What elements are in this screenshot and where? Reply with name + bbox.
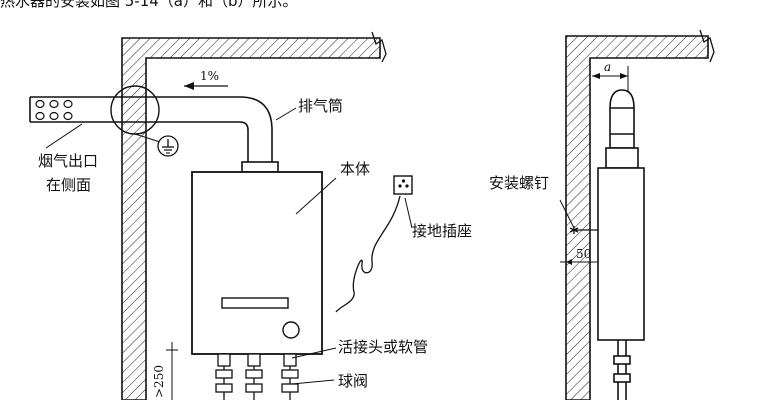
flue-outlet-label-2: 在侧面 [46,176,91,194]
grounded-socket [393,175,413,195]
leader-lines [45,107,413,385]
mount-screw-label: 安装螺钉 [489,174,549,192]
grounded-socket-label: 接地插座 [412,222,472,240]
height-dimension: >250 [152,342,178,400]
heater-side-view [597,89,645,400]
header-caption: 热水器的安装如图 5-14（a）和（b）所示。 [0,0,298,10]
power-cord [335,195,401,313]
exhaust-pipe-label: 排气筒 [298,97,343,115]
ball-valve-label: 球阀 [338,372,368,390]
exhaust-duct [29,96,279,173]
slope-label: 1% [200,69,219,83]
gap-a-dimension: a [592,60,629,94]
flue-outlet-label-1: 烟气出口 [38,152,98,170]
heater-body [191,171,323,355]
ground-symbol [157,135,179,157]
height-dim-label: >250 [152,365,166,398]
mount-screw [569,226,598,234]
body-label: 本体 [340,160,370,178]
slope-arrow: 1% [184,69,228,90]
dim-50-label: 50 [576,247,591,261]
water-connections [215,353,299,400]
dim-50: 50 [560,232,598,268]
gap-a-label: a [604,60,611,74]
union-hose-label: 活接头或软管 [338,338,428,356]
flue-vent-holes [35,99,73,121]
